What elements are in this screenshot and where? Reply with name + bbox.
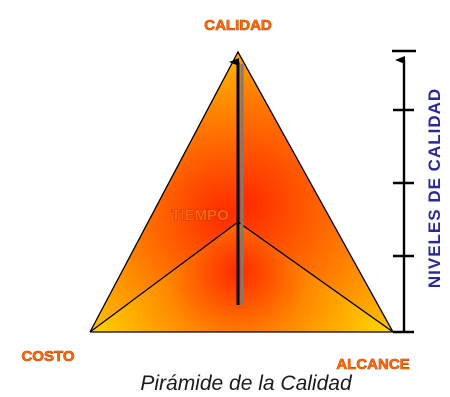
label-costo: COSTO [21,348,74,365]
caption: Pirámide de la Calidad [140,372,353,395]
quality-level-scale [392,49,416,334]
pyramid-edges [89,50,395,333]
label-niveles-de-calidad: NIVELES DE CALIDAD [425,88,444,288]
label-alcance: ALCANCE [336,356,409,373]
label-tiempo: TIEMPO [171,207,229,224]
label-calidad: CALIDAD [204,17,272,34]
